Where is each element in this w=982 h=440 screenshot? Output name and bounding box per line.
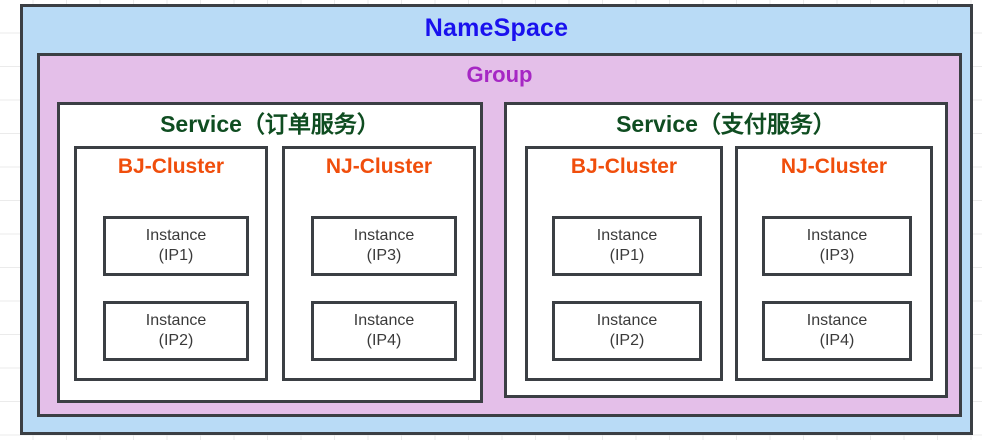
instance-name: Instance bbox=[145, 227, 207, 244]
instance-box: Instance (IP4) bbox=[762, 301, 912, 361]
cluster-container-nj: NJ-Cluster Instance (IP3) Instance (IP4) bbox=[735, 146, 933, 381]
namespace-container: NameSpace Group Service（订单服务） BJ-Cluster… bbox=[20, 4, 973, 435]
group-title: Group bbox=[466, 62, 533, 87]
service-container-order: Service（订单服务） BJ-Cluster Instance (IP1) … bbox=[57, 102, 483, 403]
instance-name: Instance bbox=[596, 227, 658, 244]
instance-box: Instance (IP3) bbox=[762, 216, 912, 276]
instance-ip: (IP3) bbox=[366, 247, 402, 264]
instance-ip: (IP4) bbox=[366, 332, 402, 349]
cluster-title: NJ-Cluster bbox=[325, 155, 433, 178]
instance-ip: (IP2) bbox=[609, 332, 645, 349]
cluster-title: BJ-Cluster bbox=[117, 155, 225, 178]
cluster-container-bj: BJ-Cluster Instance (IP1) Instance (IP2) bbox=[525, 146, 723, 381]
service-container-payment: Service（支付服务） BJ-Cluster Instance (IP1) … bbox=[504, 102, 948, 398]
instance-ip: (IP1) bbox=[158, 247, 194, 264]
instance-name: Instance bbox=[353, 312, 415, 329]
instance-box: Instance (IP3) bbox=[311, 216, 457, 276]
instance-name: Instance bbox=[353, 227, 415, 244]
instance-name: Instance bbox=[596, 312, 658, 329]
instance-ip: (IP4) bbox=[819, 332, 855, 349]
instance-box: Instance (IP2) bbox=[103, 301, 249, 361]
service-title: Service（支付服务） bbox=[616, 111, 836, 137]
instance-name: Instance bbox=[145, 312, 207, 329]
namespace-title: NameSpace bbox=[424, 14, 569, 42]
instance-box: Instance (IP4) bbox=[311, 301, 457, 361]
instance-ip: (IP3) bbox=[819, 247, 855, 264]
instance-box: Instance (IP2) bbox=[552, 301, 702, 361]
instance-name: Instance bbox=[806, 312, 868, 329]
instance-box: Instance (IP1) bbox=[103, 216, 249, 276]
cluster-container-nj: NJ-Cluster Instance (IP3) Instance (IP4) bbox=[282, 146, 476, 381]
cluster-container-bj: BJ-Cluster Instance (IP1) Instance (IP2) bbox=[74, 146, 268, 381]
instance-ip: (IP1) bbox=[609, 247, 645, 264]
instance-box: Instance (IP1) bbox=[552, 216, 702, 276]
service-title: Service（订单服务） bbox=[160, 111, 380, 137]
instance-ip: (IP2) bbox=[158, 332, 194, 349]
instance-name: Instance bbox=[806, 227, 868, 244]
cluster-title: BJ-Cluster bbox=[570, 155, 678, 178]
group-container: Group Service（订单服务） BJ-Cluster Instance … bbox=[37, 53, 962, 417]
cluster-title: NJ-Cluster bbox=[780, 155, 888, 178]
